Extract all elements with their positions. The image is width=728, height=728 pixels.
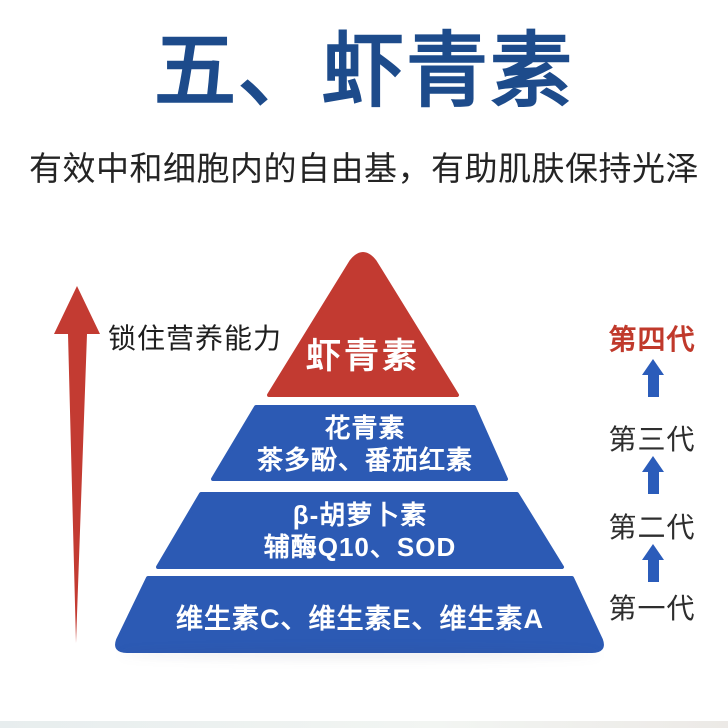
generation-label-2: 第二代 (608, 512, 696, 543)
generation-label-3: 第三代 (608, 424, 696, 455)
page-title: 五、虾青素 (153, 26, 574, 117)
bottom-edge-strip (0, 721, 728, 728)
pyramid-level-2-line: 茶多酚、番茄红素 (256, 445, 473, 475)
pyramid-level-4-label: 维生素C、维生素E、维生素A (175, 604, 544, 634)
page-subtitle: 有效中和细胞内的自由基，有助肌肤保持光泽 (29, 150, 699, 187)
pyramid-level-1-label: 虾青素 (305, 337, 420, 376)
lock-nutrition-up-arrow-icon (54, 286, 100, 643)
pyramid-level-3-line: 辅酶Q10、SOD (263, 532, 457, 562)
pyramid-level-3-line: β-胡萝卜素 (292, 500, 428, 530)
generation-up-arrow-icon (642, 359, 664, 397)
pyramid-level-2-shape (211, 405, 508, 481)
pyramid-level-3-shape (156, 492, 564, 569)
generation-label-1: 第一代 (608, 593, 696, 624)
pyramid-level-2-label: 花青素 茶多酚、番茄红素 (213, 412, 517, 476)
generation-label-4: 第四代 (608, 324, 696, 355)
lock-nutrition-label: 锁住营养能力 (108, 323, 283, 354)
pyramid-level-1-shape (267, 252, 459, 397)
pyramid-level-4-shape (115, 576, 604, 653)
pyramid-shadow (120, 648, 600, 660)
pyramid-level-3-label: β-胡萝卜素 辅酶Q10、SOD (190, 499, 530, 563)
generation-up-arrow-icon (642, 544, 664, 582)
pyramid-level-2-line: 花青素 (324, 413, 406, 443)
generation-up-arrow-icon (642, 456, 664, 494)
